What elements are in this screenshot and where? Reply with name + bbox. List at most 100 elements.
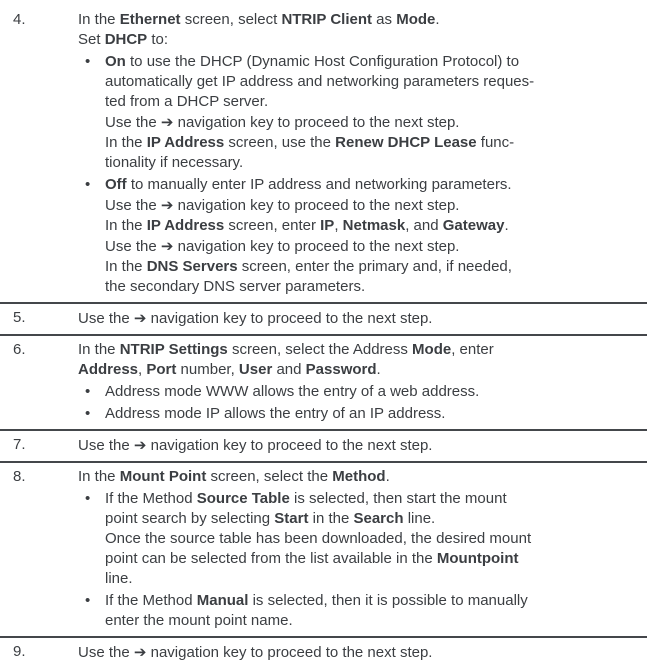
- bullet-item: •Address mode WWW allows the entry of a …: [78, 382, 641, 402]
- text-segment: ,: [138, 361, 147, 378]
- bullet-icon: •: [85, 176, 91, 193]
- step-row: 5. Use the ➔ navigation key to proceed to…: [0, 302, 647, 334]
- text-block: Use the ➔ navigation key to proceed to t…: [78, 642, 641, 663]
- text-block: Use the ➔ navigation key to proceed to t…: [78, 308, 641, 329]
- text-segment: screen, select: [180, 11, 282, 28]
- bold-text: IP Address: [146, 217, 225, 234]
- text-line: Use the ➔ navigation key to proceed to t…: [78, 642, 641, 663]
- step-content: Use the ➔ navigation key to proceed to t…: [78, 642, 641, 663]
- bullet-icon: •: [85, 490, 91, 507]
- step-content: In the Mount Point screen, select the Me…: [78, 467, 641, 631]
- text-segment: Use the: [105, 197, 161, 214]
- text-segment: , and: [405, 217, 443, 234]
- step-row: 6.In the NTRIP Settings screen, select t…: [0, 334, 647, 429]
- text-segment: ,: [334, 217, 343, 234]
- text-segment: navigation key to proceed to the next st…: [146, 644, 433, 661]
- text-line: Once the source table has been downloade…: [105, 529, 641, 549]
- bold-text: Address: [78, 361, 139, 378]
- arrow-right-icon: ➔: [160, 237, 174, 255]
- text-line: If the Method Source Table is selected, …: [105, 489, 641, 509]
- arrow-right-icon: ➔: [133, 309, 147, 327]
- step-row: 9. Use the ➔ navigation key to proceed to…: [0, 636, 647, 668]
- step-number: 8.: [13, 468, 26, 485]
- text-segment: In the: [105, 134, 147, 151]
- text-segment: In the: [78, 468, 120, 485]
- text-segment: is selected, then start the mount: [289, 490, 507, 507]
- step-content: In the Ethernet screen, select NTRIP Cli…: [78, 10, 641, 297]
- step-number: 4.: [13, 11, 26, 28]
- text-line: If the Method Manual is selected, then i…: [105, 591, 641, 611]
- text-segment: Use the: [105, 238, 161, 255]
- bold-text: Ethernet: [119, 11, 181, 28]
- bold-text: NTRIP Client: [281, 11, 373, 28]
- text-segment: to use the DHCP (Dynamic Host Configurat…: [125, 53, 520, 70]
- bullet-item: • Off to manually enter IP address and ne…: [78, 175, 641, 297]
- text-line: In the IP Address screen, use the Renew …: [105, 133, 641, 153]
- text-line: In the DNS Servers screen, enter the pri…: [105, 257, 641, 277]
- text-segment: is selected, then it is possible to manu…: [248, 592, 528, 609]
- bold-text: Off: [105, 176, 127, 193]
- text-block: In the NTRIP Settings screen, select the…: [78, 340, 641, 380]
- text-line: point can be selected from the list avai…: [105, 549, 641, 569]
- text-segment: Set: [78, 31, 105, 48]
- step-row: 4. In the Ethernet screen, select NTRIP C…: [0, 6, 647, 302]
- bullet-item: • If the Method Manual is selected, then …: [78, 591, 641, 631]
- text-segment: line.: [105, 570, 133, 587]
- bold-text: Password: [305, 361, 377, 378]
- bullet-text: Off to manually enter IP address and net…: [105, 175, 641, 297]
- text-segment: In the: [105, 258, 147, 275]
- bold-text: DNS Servers: [146, 258, 238, 275]
- text-block: Use the ➔ navigation key to proceed to t…: [78, 435, 641, 456]
- text-segment: as: [372, 11, 397, 28]
- text-line: Use the ➔ navigation key to proceed to t…: [105, 112, 641, 133]
- bold-text: Port: [146, 361, 177, 378]
- text-segment: Use the: [78, 437, 134, 454]
- step-number: 5.: [13, 309, 26, 326]
- text-segment: number,: [176, 361, 239, 378]
- text-line: point search by selecting Start in the S…: [105, 509, 641, 529]
- bold-text: Source Table: [196, 490, 290, 507]
- text-segment: In the: [105, 217, 147, 234]
- text-line: Off to manually enter IP address and net…: [105, 175, 641, 195]
- bold-text: Renew DHCP Lease: [335, 134, 477, 151]
- text-segment: .: [385, 468, 390, 485]
- bullet-icon: •: [85, 405, 91, 422]
- bullet-text: If the Method Manual is selected, then i…: [105, 591, 641, 631]
- text-line: Address, Port number, User and Password.: [78, 360, 641, 380]
- text-line: tionality if necessary.: [105, 153, 641, 173]
- text-segment: .: [504, 217, 509, 234]
- text-segment: screen, use the: [224, 134, 336, 151]
- text-block: In the Ethernet screen, select NTRIP Cli…: [78, 10, 641, 50]
- text-line: Use the ➔ navigation key to proceed to t…: [105, 195, 641, 216]
- text-block: In the Mount Point screen, select the Me…: [78, 467, 641, 487]
- text-segment: Address mode WWW allows the entry of a w…: [105, 383, 480, 400]
- text-segment: .: [376, 361, 381, 378]
- text-line: Set DHCP to:: [78, 30, 641, 50]
- steps-table: 4. In the Ethernet screen, select NTRIP C…: [0, 6, 647, 668]
- text-segment: In the: [78, 341, 120, 358]
- bullet-icon: •: [85, 592, 91, 609]
- bold-text: Netmask: [342, 217, 406, 234]
- step-content: Use the ➔ navigation key to proceed to t…: [78, 435, 641, 456]
- bold-text: IP Address: [146, 134, 225, 151]
- text-line: enter the mount point name.: [105, 611, 641, 631]
- text-line: the secondary DNS server parameters.: [105, 277, 641, 297]
- text-segment: , enter: [451, 341, 494, 358]
- text-segment: point can be selected from the list avai…: [105, 550, 437, 567]
- text-segment: screen, enter: [224, 217, 321, 234]
- text-segment: In the: [78, 11, 120, 28]
- bold-text: Mount Point: [119, 468, 207, 485]
- text-segment: navigation key to proceed to the next st…: [173, 238, 460, 255]
- text-line: Use the ➔ navigation key to proceed to t…: [78, 308, 641, 329]
- bold-text: User: [238, 361, 273, 378]
- text-segment: navigation key to proceed to the next st…: [146, 437, 433, 454]
- step-content: Use the ➔ navigation key to proceed to t…: [78, 308, 641, 329]
- text-segment: the secondary DNS server parameters.: [105, 278, 366, 295]
- text-line: line.: [105, 569, 641, 589]
- bullet-item: • If the Method Source Table is selected,…: [78, 489, 641, 589]
- step-content: In the NTRIP Settings screen, select the…: [78, 340, 641, 424]
- text-segment: navigation key to proceed to the next st…: [173, 114, 460, 131]
- text-segment: screen, select the: [206, 468, 333, 485]
- step-number: 9.: [13, 643, 26, 660]
- text-line: In the Ethernet screen, select NTRIP Cli…: [78, 10, 641, 30]
